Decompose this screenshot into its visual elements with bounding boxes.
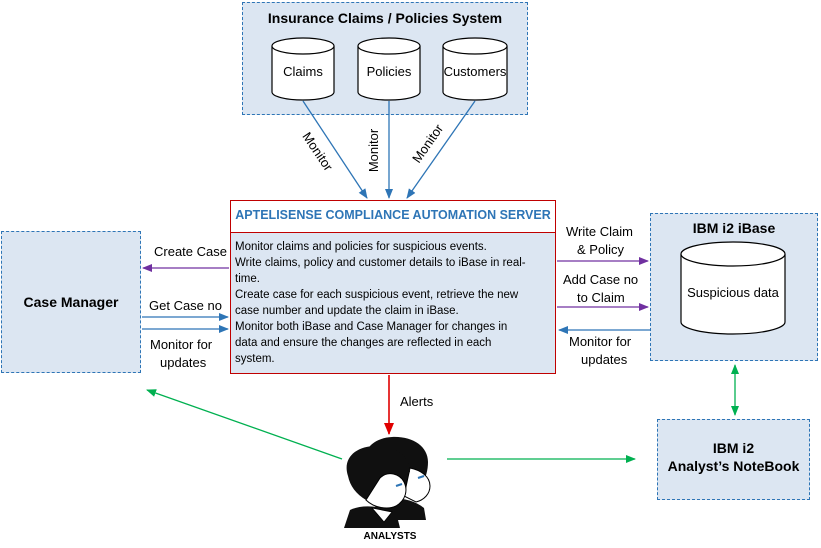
server-box [230,200,556,374]
server-line: Monitor both iBase and Case Manager for … [235,321,508,333]
alerts-label: Alerts [400,394,434,409]
insurance-system-title: Insurance Claims / Policies System [267,10,503,26]
monitor-case-manager-label-1: Monitor for [150,337,213,352]
customers-database-label: Customers [443,64,507,79]
monitor-arrow-claims [302,100,368,199]
server-description: Monitor claims and policies for suspicio… [235,239,553,367]
notebook-box [657,419,810,500]
monitor-arrow-customers [406,100,476,199]
ibase-title: IBM i2 iBase [692,220,776,236]
server-line: data and ensure the changes are reflecte… [235,337,492,349]
server-line: Create case for each suspicious event, r… [235,289,519,301]
server-header [231,201,555,233]
add-case-no-label-1: Add Case no [563,272,639,287]
claims-database-label: Claims [283,64,323,79]
analysts-label: ANALYSTS [363,531,417,542]
customers-database-icon [442,37,508,101]
server-title: APTELISENSE COMPLIANCE AUTOMATION SERVER [235,208,551,222]
case-manager-title: Case Manager [23,294,119,310]
analysts-icon [344,436,431,528]
suspicious-data-database-icon [680,241,786,335]
notebook-line1: IBM i2 [712,440,755,456]
server-line: system. [235,353,275,365]
server-line: time. [235,273,260,285]
server-line: Write claims, policy and customer detail… [235,257,526,269]
server-line: Monitor claims and policies for suspicio… [235,241,487,253]
server-line: case number and update the claim in iBas… [235,305,459,317]
suspicious-data-label: Suspicious data [687,285,779,300]
analysts-case-manager-arrow [146,389,343,460]
case-manager-box [1,231,141,373]
monitor-ibase-label-1: Monitor for [569,334,632,349]
monitor-ibase-label-2: updates [581,352,628,367]
monitor-case-manager-label-2: updates [160,355,207,370]
claims-database-icon [271,37,335,101]
get-case-no-label: Get Case no [149,298,222,313]
policies-database-icon [357,37,421,101]
monitor-label-policies: Monitor [366,128,382,173]
add-case-no-label-2: to Claim [577,290,625,305]
write-claim-label-2: & Policy [577,242,624,257]
notebook-line2: Analyst’s NoteBook [667,458,800,474]
policies-database-label: Policies [366,64,412,79]
create-case-label: Create Case [154,244,227,259]
write-claim-label-1: Write Claim [566,224,633,239]
